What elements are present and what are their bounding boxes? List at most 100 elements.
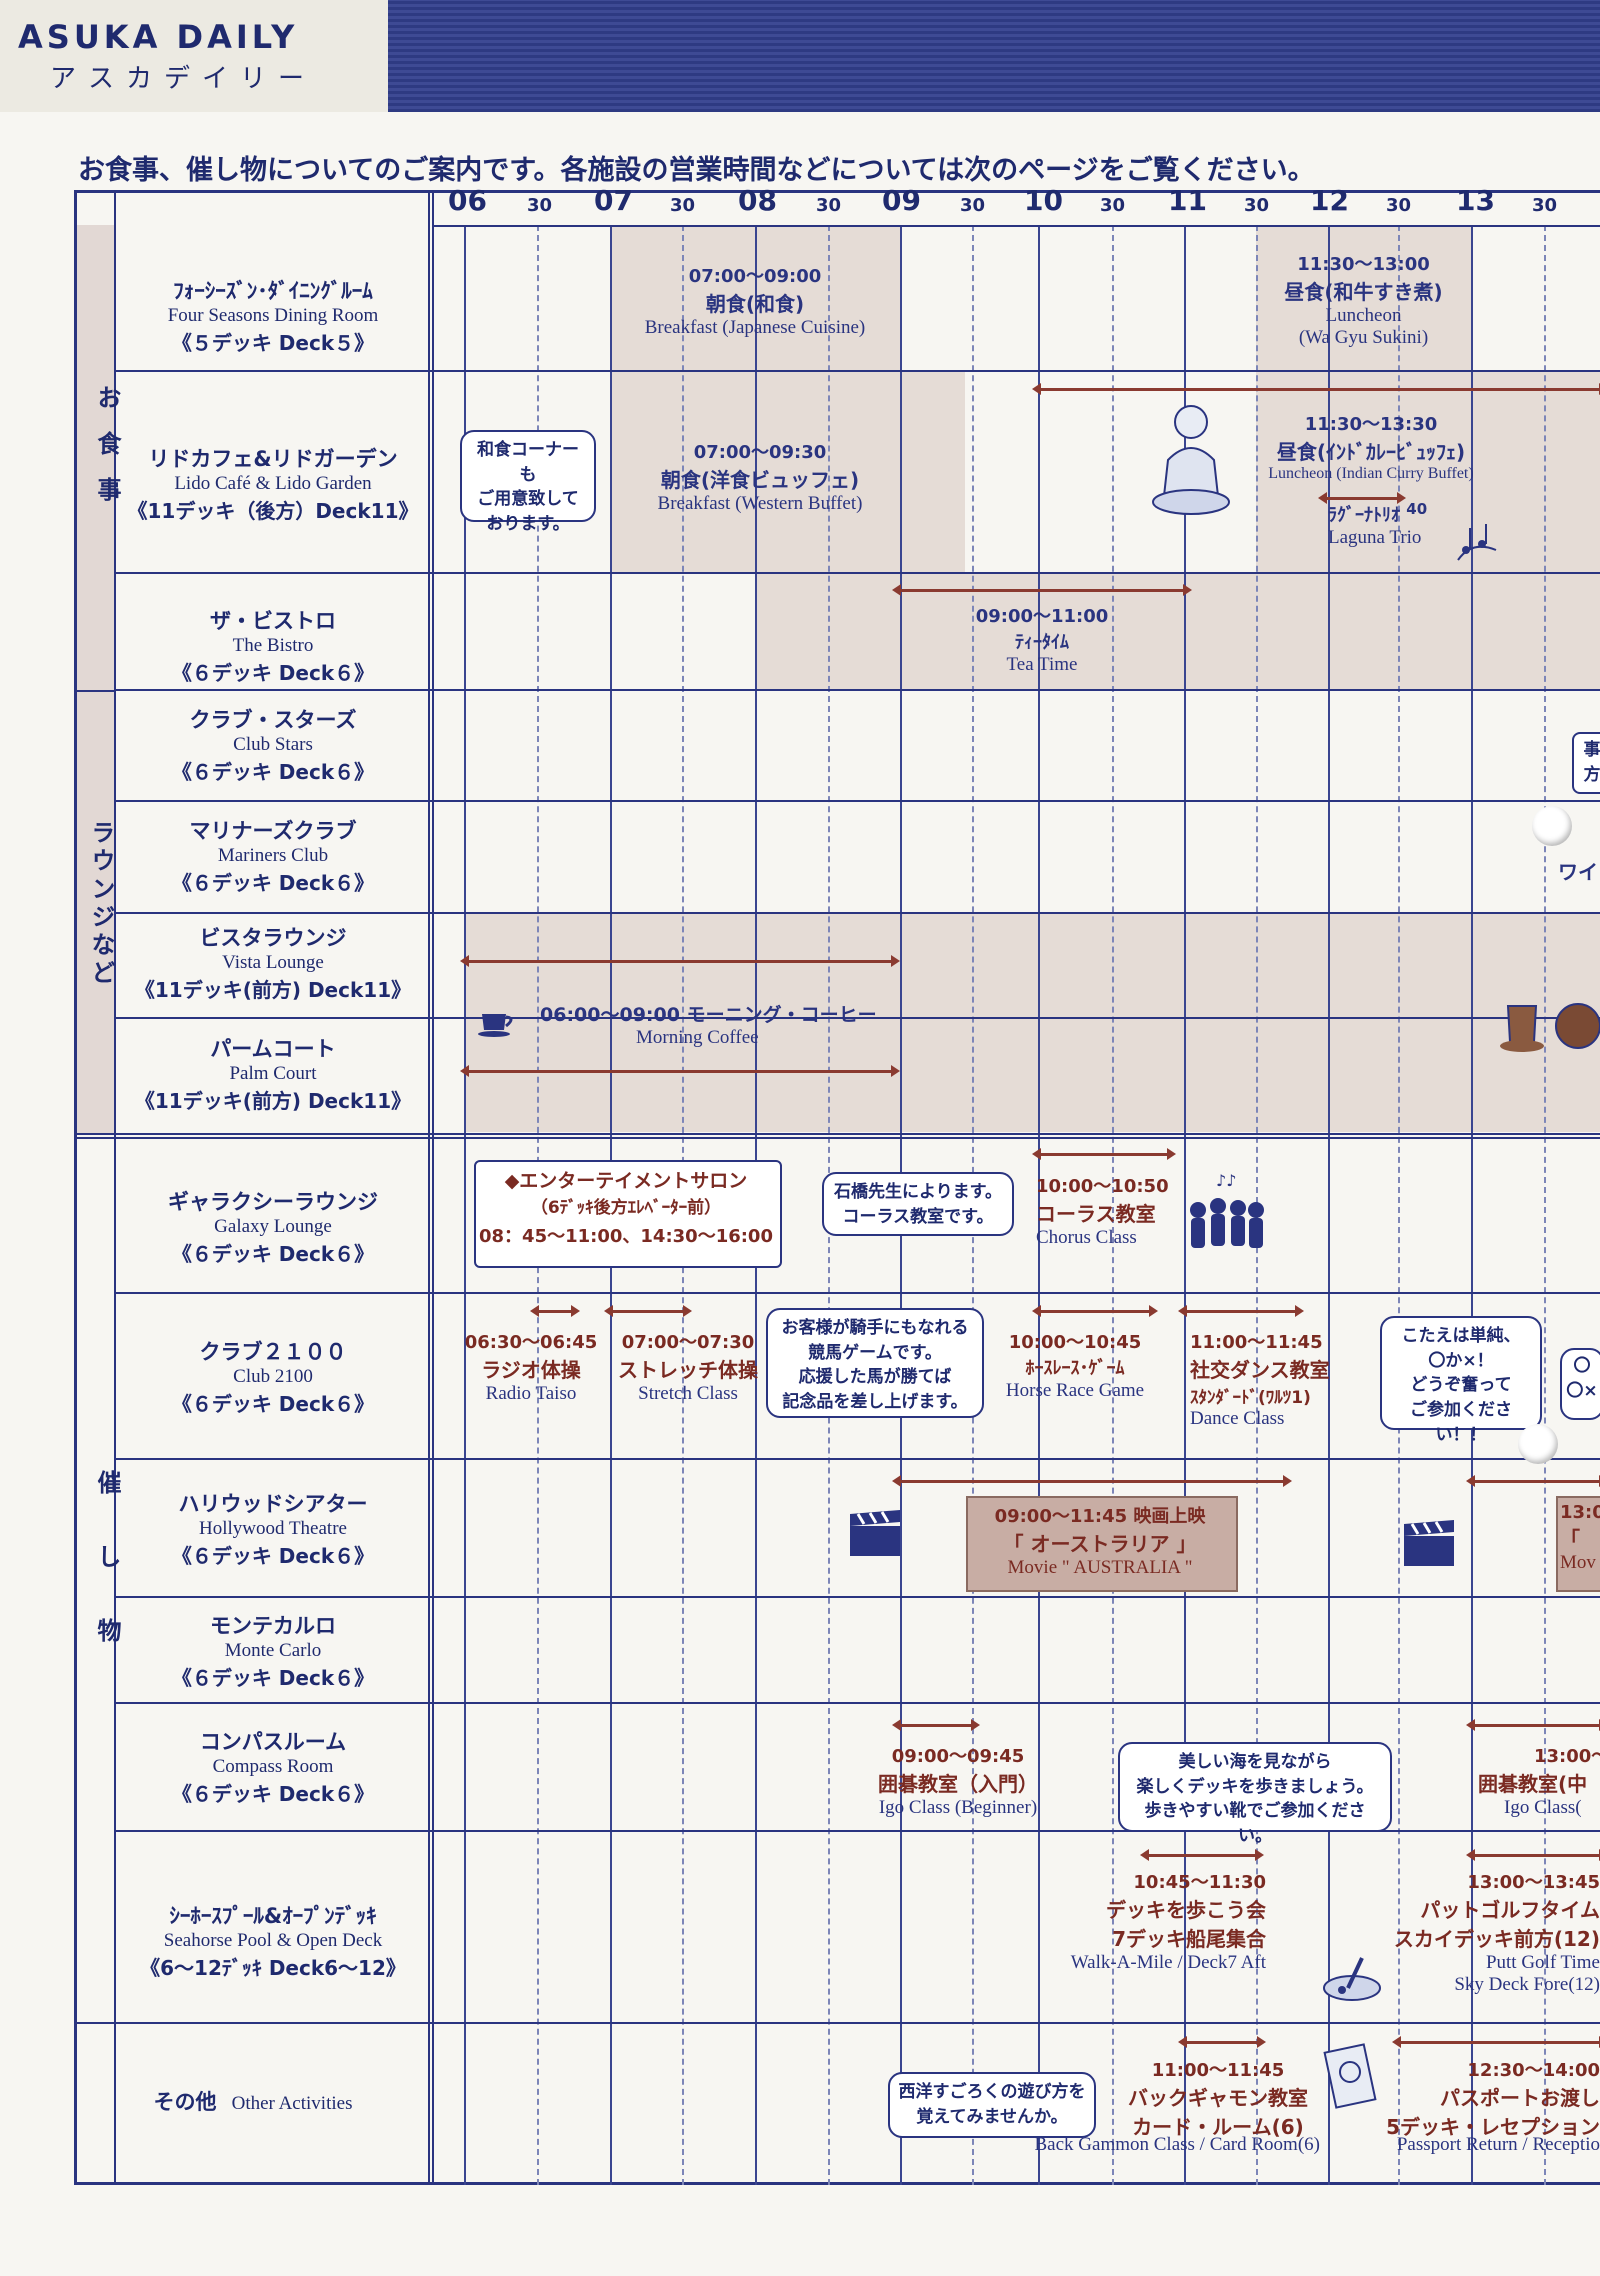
edge-text-fragment: ワイ bbox=[1558, 860, 1598, 884]
arrow-chorus bbox=[1032, 1148, 1176, 1160]
hour-12: 12 bbox=[1310, 184, 1349, 217]
header-stripe bbox=[388, 0, 1600, 112]
shade-fs-lunch bbox=[1256, 225, 1471, 370]
arrow-movie bbox=[892, 1475, 1292, 1487]
hour-11: 11 bbox=[1168, 184, 1207, 217]
event-passport: 12:30～14:00 パスポートお渡し 5デッキ・レセプション bbox=[1386, 2060, 1600, 2139]
schedule-frame bbox=[74, 190, 1600, 2185]
half-0730: 30 bbox=[670, 195, 696, 216]
arrow-laguna bbox=[1318, 492, 1406, 504]
hour-08: 08 bbox=[738, 184, 777, 217]
intro-text: お食事、催し物についてのご案内です。各施設の営業時間などについては次のページをご… bbox=[78, 155, 1315, 186]
edge-note-fragment: 事方 bbox=[1572, 732, 1600, 794]
golf-illustration-icon bbox=[1322, 1952, 1388, 2002]
event-entertainment-salon: ◆エンターテイメントサロン （6ﾃﾞｯｷ後方ｴﾚﾍﾞｰﾀｰ前） 08：45～11… bbox=[479, 1170, 773, 1247]
coffee-cup-icon bbox=[476, 1004, 520, 1040]
arrow-lido-lunch bbox=[1032, 383, 1600, 395]
hour-13: 13 bbox=[1456, 184, 1495, 217]
event-morning-coffee: 06:00～09:00 モーニング・コーヒー Morning Coffee bbox=[540, 1004, 877, 1048]
half-0930: 30 bbox=[960, 195, 986, 216]
divider-room-double bbox=[432, 190, 434, 2185]
punch-hole bbox=[1532, 806, 1572, 846]
passport-illustration-icon bbox=[1322, 2042, 1378, 2112]
musician-illustration-icon bbox=[1148, 400, 1234, 516]
arrow-igo bbox=[892, 1719, 980, 1731]
hour-06: 06 bbox=[448, 184, 487, 217]
music-notes-icon bbox=[1452, 520, 1502, 566]
svg-text:♪♪: ♪♪ bbox=[1216, 1171, 1236, 1190]
event-radio-taiso: 06:30～06:45 ラジオ体操 Radio Taiso bbox=[464, 1332, 598, 1404]
divider-room bbox=[428, 190, 430, 2185]
event-lido-lunch: 11:30～13:30 昼食(ｲﾝﾄﾞｶﾚｰﾋﾞｭｯﾌｪ) Luncheon (… bbox=[1268, 414, 1474, 482]
shade-lounge-coffee bbox=[464, 914, 1600, 1132]
category-dining: お食事 bbox=[93, 385, 121, 523]
clapperboard-icon bbox=[848, 1508, 902, 1558]
hour-07: 07 bbox=[594, 184, 633, 217]
note-quiz: こたえは単純、〇か×！どうぞ奮ってご参加ください！！ bbox=[1380, 1316, 1542, 1445]
event-movie-australia: 09:00～11:45 映画上映 「 オーストラリア 」 Movie " AUS… bbox=[994, 1506, 1206, 1578]
half-1130: 30 bbox=[1244, 195, 1270, 216]
shade-lido-breakfast bbox=[610, 372, 965, 572]
arrow-stretch bbox=[604, 1305, 692, 1317]
event-backgammon-en: Back Gammon Class / Card Room(6) bbox=[1034, 2134, 1321, 2155]
event-laguna-trio: ﾗｸﾞｰﾅﾄﾘｵ 40 Laguna Trio bbox=[1328, 500, 1428, 548]
event-horse-race: 10:00～10:45 ﾎｰｽﾚｰｽ･ｹﾞｰﾑ Horse Race Game bbox=[1005, 1332, 1145, 1401]
arrow-igo-2 bbox=[1466, 1719, 1600, 1731]
masthead bbox=[0, 0, 388, 112]
clapperboard-icon-2 bbox=[1402, 1518, 1456, 1568]
arrow-passport bbox=[1392, 2036, 1600, 2048]
event-igo-beginner: 09:00～09:45 囲碁教室（入門） Igo Class (Beginner… bbox=[878, 1746, 1038, 1818]
event-chorus-class: 10:00～10:50 コーラス教室 Chorus Class bbox=[1036, 1176, 1169, 1248]
event-movie-2: 13:0 「 Mov bbox=[1560, 1502, 1600, 1573]
note-horse-race: お客様が騎手にもなれる競馬ゲームです。応援した馬が勝てば記念品を差し上げます。 bbox=[766, 1308, 984, 1418]
note-chorus: 石橋先生によります。コーラス教室です。 bbox=[822, 1172, 1014, 1236]
event-walk-a-mile: 10:45～11:30 デッキを歩こう会 7デッキ船尾集合 Walk-A-Mil… bbox=[1070, 1872, 1266, 1973]
arrow-tea-time bbox=[892, 584, 1192, 596]
event-fs-breakfast: 07:00～09:00 朝食(和食) Breakfast (Japanese C… bbox=[644, 266, 866, 338]
half-0630: 30 bbox=[527, 195, 553, 216]
movie-box bbox=[966, 1496, 1238, 1592]
event-fs-lunch: 11:30～13:00 昼食(和牛すき煮) Luncheon (Wa Gyu S… bbox=[1284, 254, 1443, 348]
category-events: 催し物 bbox=[93, 1470, 121, 1692]
event-tea-time: 09:00～11:00 ﾃｨｰﾀｲﾑ Tea Time bbox=[975, 606, 1109, 675]
note-walk: 美しい海を見ながら楽しくデッキを歩きましょう。歩きやすい靴でご参加ください。 bbox=[1118, 1742, 1392, 1846]
hour-09: 09 bbox=[882, 184, 921, 217]
arrow-coffee-bottom bbox=[460, 1065, 900, 1077]
event-putt-golf: 13:00～13:45 パットゴルフタイム スカイデッキ前方(12) Putt … bbox=[1393, 1872, 1600, 1995]
arrow-walk bbox=[1140, 1849, 1264, 1861]
category-band-dining-lounges bbox=[74, 225, 114, 1133]
event-backgammon: 11:00～11:45 バックギャモン教室 カード・ルーム(6) bbox=[1128, 2060, 1308, 2139]
arrow-movie-2 bbox=[1466, 1475, 1600, 1487]
choir-illustration-icon: ♪♪ bbox=[1186, 1170, 1268, 1270]
half-1030: 30 bbox=[1100, 195, 1126, 216]
daily-subtitle: アスカデイリー bbox=[50, 64, 317, 94]
arrow-horse-race bbox=[1032, 1305, 1158, 1317]
arrow-dance bbox=[1178, 1305, 1304, 1317]
category-lounges: ラウンジなど bbox=[87, 820, 115, 988]
arrow-backgammon bbox=[1178, 2036, 1266, 2048]
shade-lido-lunch bbox=[1256, 372, 1600, 572]
edge-quiz-fragment: 〇〇× bbox=[1560, 1348, 1600, 1420]
event-passport-en: Passport Return / Receptio bbox=[1396, 2134, 1600, 2155]
hour-10: 10 bbox=[1024, 184, 1063, 217]
half-1330: 30 bbox=[1532, 195, 1558, 216]
movie-box-2 bbox=[1556, 1496, 1600, 1592]
note-backgammon: 西洋すごろくの遊び方を覚えてみませんか。 bbox=[888, 2072, 1096, 2138]
room-other: その他 Other Activities bbox=[153, 2090, 353, 2114]
note-lido-japanese: 和食コーナーもご用意致しております。 bbox=[460, 430, 596, 534]
daily-title: ASUKA DAILY bbox=[18, 18, 299, 56]
event-igo-2: 13:00～ 囲碁教室(中 Igo Class( bbox=[1478, 1746, 1600, 1818]
